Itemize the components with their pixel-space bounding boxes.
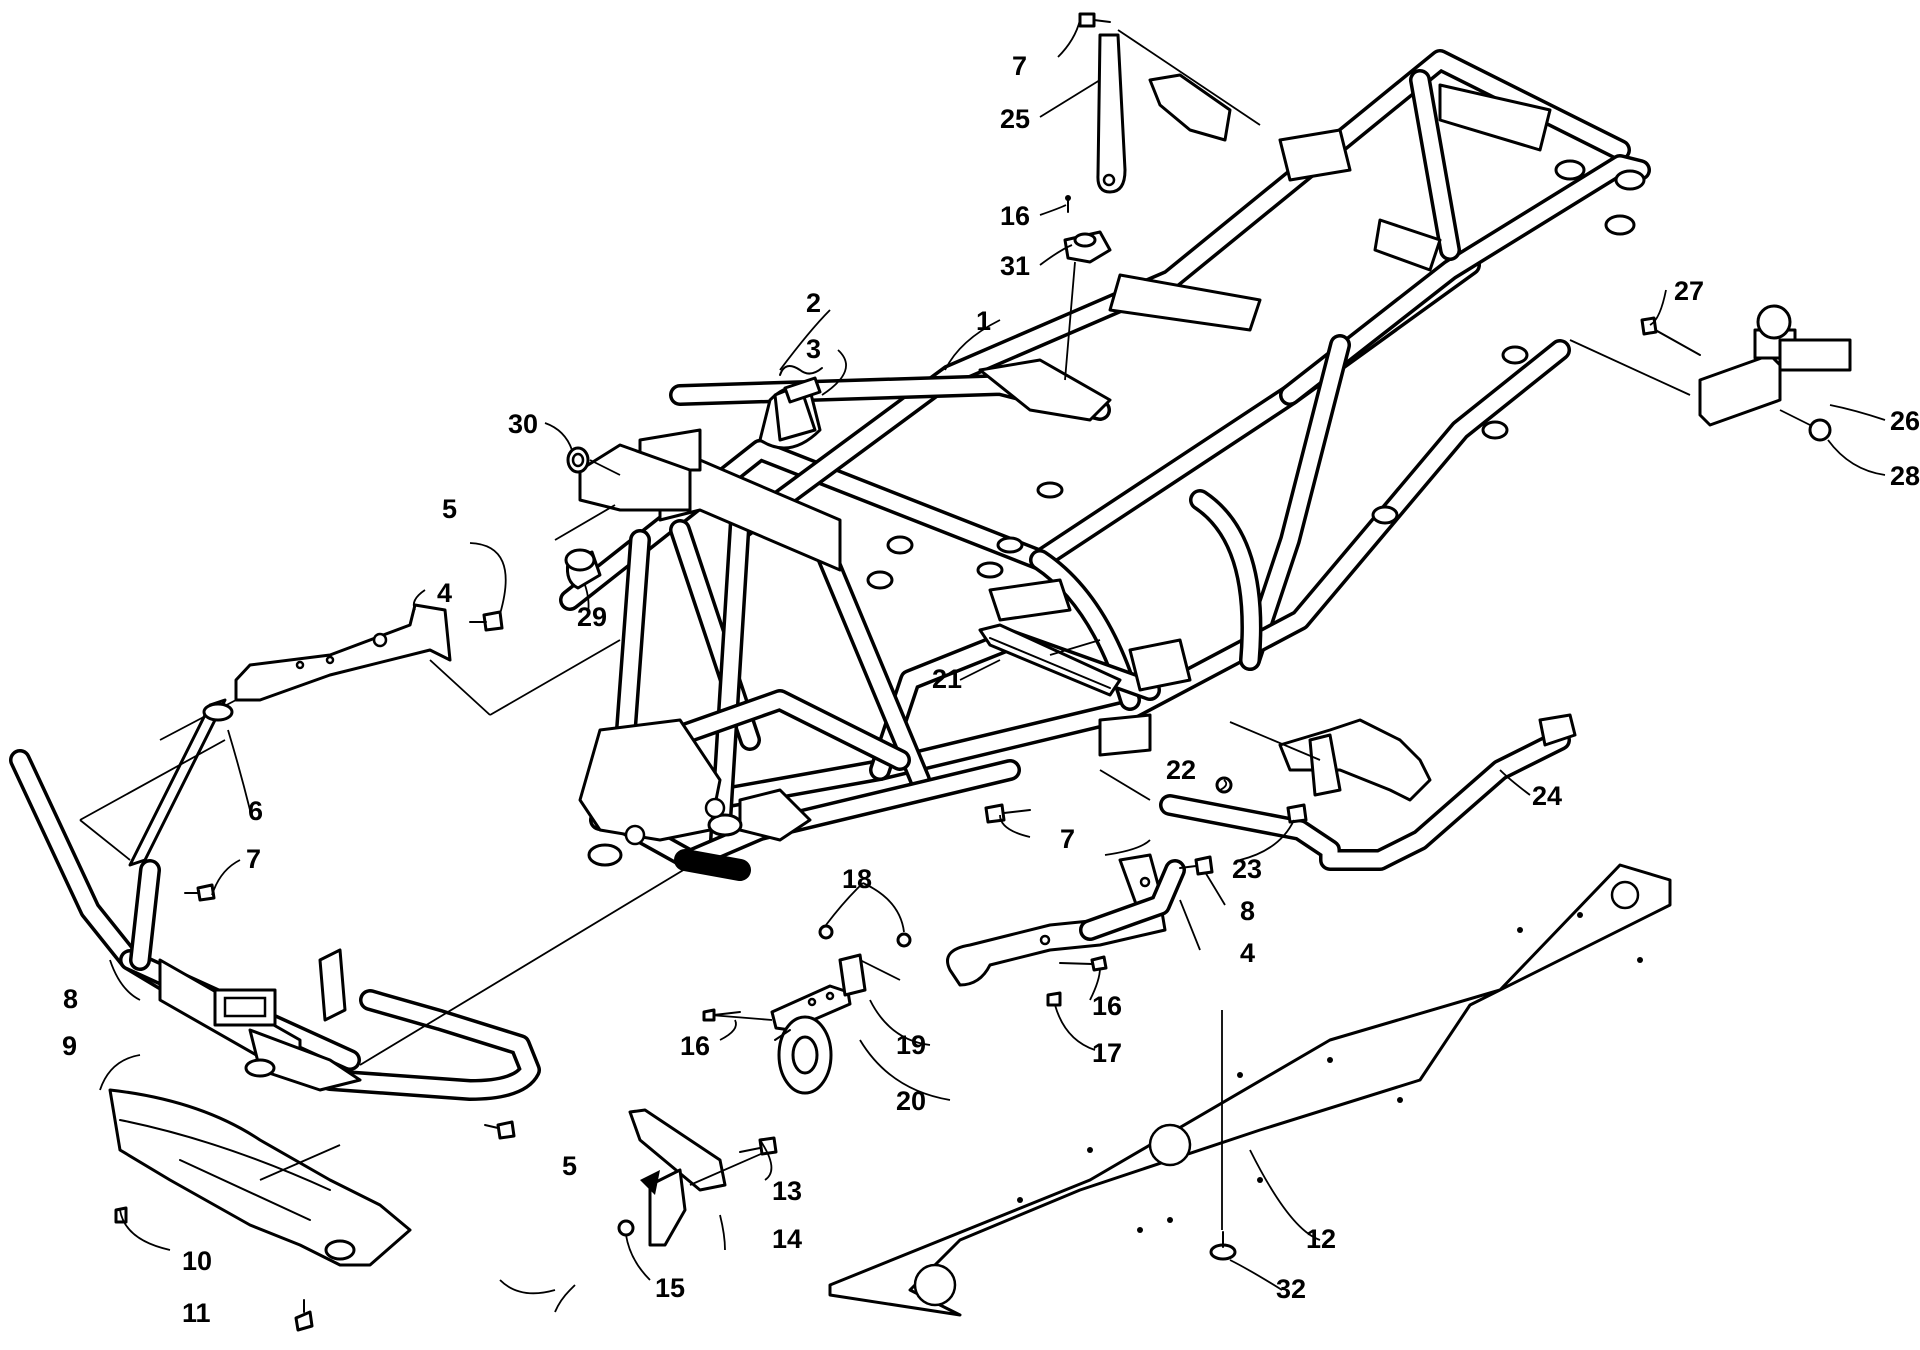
part-19-horn-bracket — [709, 953, 901, 1032]
part-17-screw — [1046, 991, 1062, 1007]
part-18-nut-left — [818, 924, 834, 940]
part-15-nut — [617, 1219, 635, 1237]
callout-24: 24 — [1532, 781, 1562, 811]
callout-29: 29 — [577, 602, 607, 632]
part-16-screw-right — [1059, 955, 1108, 972]
part-21-pad — [978, 623, 1122, 697]
part-9-front-skid — [108, 1088, 412, 1267]
part-20-horn — [774, 1015, 833, 1095]
part-4-bracket-right — [946, 853, 1201, 987]
part-26-hitch — [1569, 304, 1852, 427]
callout-3: 3 — [806, 334, 821, 364]
part-13-bolt — [739, 1136, 778, 1156]
callout-21: 21 — [932, 664, 962, 694]
callout-9: 9 — [62, 1031, 77, 1061]
callout-4-left: 4 — [437, 578, 452, 608]
callout-18: 18 — [842, 864, 872, 894]
callout-23: 23 — [1232, 854, 1262, 884]
callout-7-middle: 7 — [1060, 824, 1075, 854]
part-23-bolt — [1286, 803, 1308, 824]
callout-28: 28 — [1890, 461, 1920, 491]
part-27-hitch-pin — [1640, 316, 1701, 356]
callout-11: 11 — [182, 1298, 211, 1328]
part-3-cap — [783, 376, 822, 404]
part-5-bolt-left — [469, 610, 504, 632]
leader-lines — [99, 19, 1886, 1313]
callout-14: 14 — [772, 1224, 802, 1254]
callout-16-horn: 16 — [680, 1031, 710, 1061]
callout-5-lower: 5 — [562, 1151, 577, 1181]
callout-7-left: 7 — [246, 844, 261, 874]
callout-22: 22 — [1166, 755, 1196, 785]
part-14-bracket — [628, 1108, 771, 1247]
part-28-nut — [1779, 409, 1832, 442]
part-12-skid-plate — [828, 863, 1672, 1317]
part-18-nut-right — [896, 932, 912, 948]
part-25-strap — [1096, 29, 1261, 194]
part-5-bolt-lower — [484, 1120, 516, 1140]
part-29-bushing — [554, 504, 616, 590]
callout-2: 2 — [806, 288, 821, 318]
callout-25: 25 — [1000, 104, 1030, 134]
callout-8-right: 8 — [1240, 896, 1255, 926]
callout-7-top: 7 — [1012, 51, 1027, 81]
callout-30: 30 — [508, 409, 538, 439]
callout-16-top: 16 — [1000, 201, 1030, 231]
callout-12: 12 — [1306, 1224, 1336, 1254]
callout-15: 15 — [655, 1273, 685, 1303]
callouts: 7 25 16 31 1 2 3 30 5 4 29 27 26 28 6 7 … — [62, 51, 1920, 1328]
part-7-bolt-left — [184, 883, 216, 902]
part-16-screw-horn — [702, 1008, 741, 1022]
part-22-nut — [1215, 776, 1233, 794]
callout-17: 17 — [1092, 1038, 1122, 1068]
part-2-clip — [779, 365, 823, 376]
callout-32: 32 — [1276, 1274, 1306, 1304]
callout-6: 6 — [248, 796, 263, 826]
part-7-bolt-top — [1078, 12, 1111, 28]
callout-27: 27 — [1674, 276, 1704, 306]
part-4-bracket-left — [159, 603, 621, 741]
part-11-fastener — [294, 1299, 314, 1332]
part-6-brace — [79, 698, 234, 867]
part-30-bushing — [566, 446, 621, 476]
part-8-bolt-right — [1179, 855, 1214, 876]
part-7-bolt-middle — [984, 803, 1031, 824]
callout-5-left: 5 — [442, 494, 457, 524]
callout-13: 13 — [772, 1176, 802, 1206]
part-24-footrest — [1099, 713, 1577, 871]
part-16-screw-top — [1065, 195, 1071, 213]
callout-19: 19 — [896, 1030, 926, 1060]
callout-1: 1 — [976, 306, 991, 336]
part-8-front-bumper — [9, 749, 701, 1101]
callout-8-left: 8 — [63, 984, 78, 1014]
callout-20: 20 — [896, 1086, 926, 1116]
part-32-fastener — [1209, 1231, 1237, 1261]
callout-31: 31 — [1000, 251, 1030, 281]
callout-10: 10 — [182, 1246, 212, 1276]
callout-26: 26 — [1890, 406, 1920, 436]
callout-16-right: 16 — [1092, 991, 1122, 1021]
callout-4-right: 4 — [1240, 938, 1255, 968]
part-31-sensor — [1063, 230, 1112, 381]
